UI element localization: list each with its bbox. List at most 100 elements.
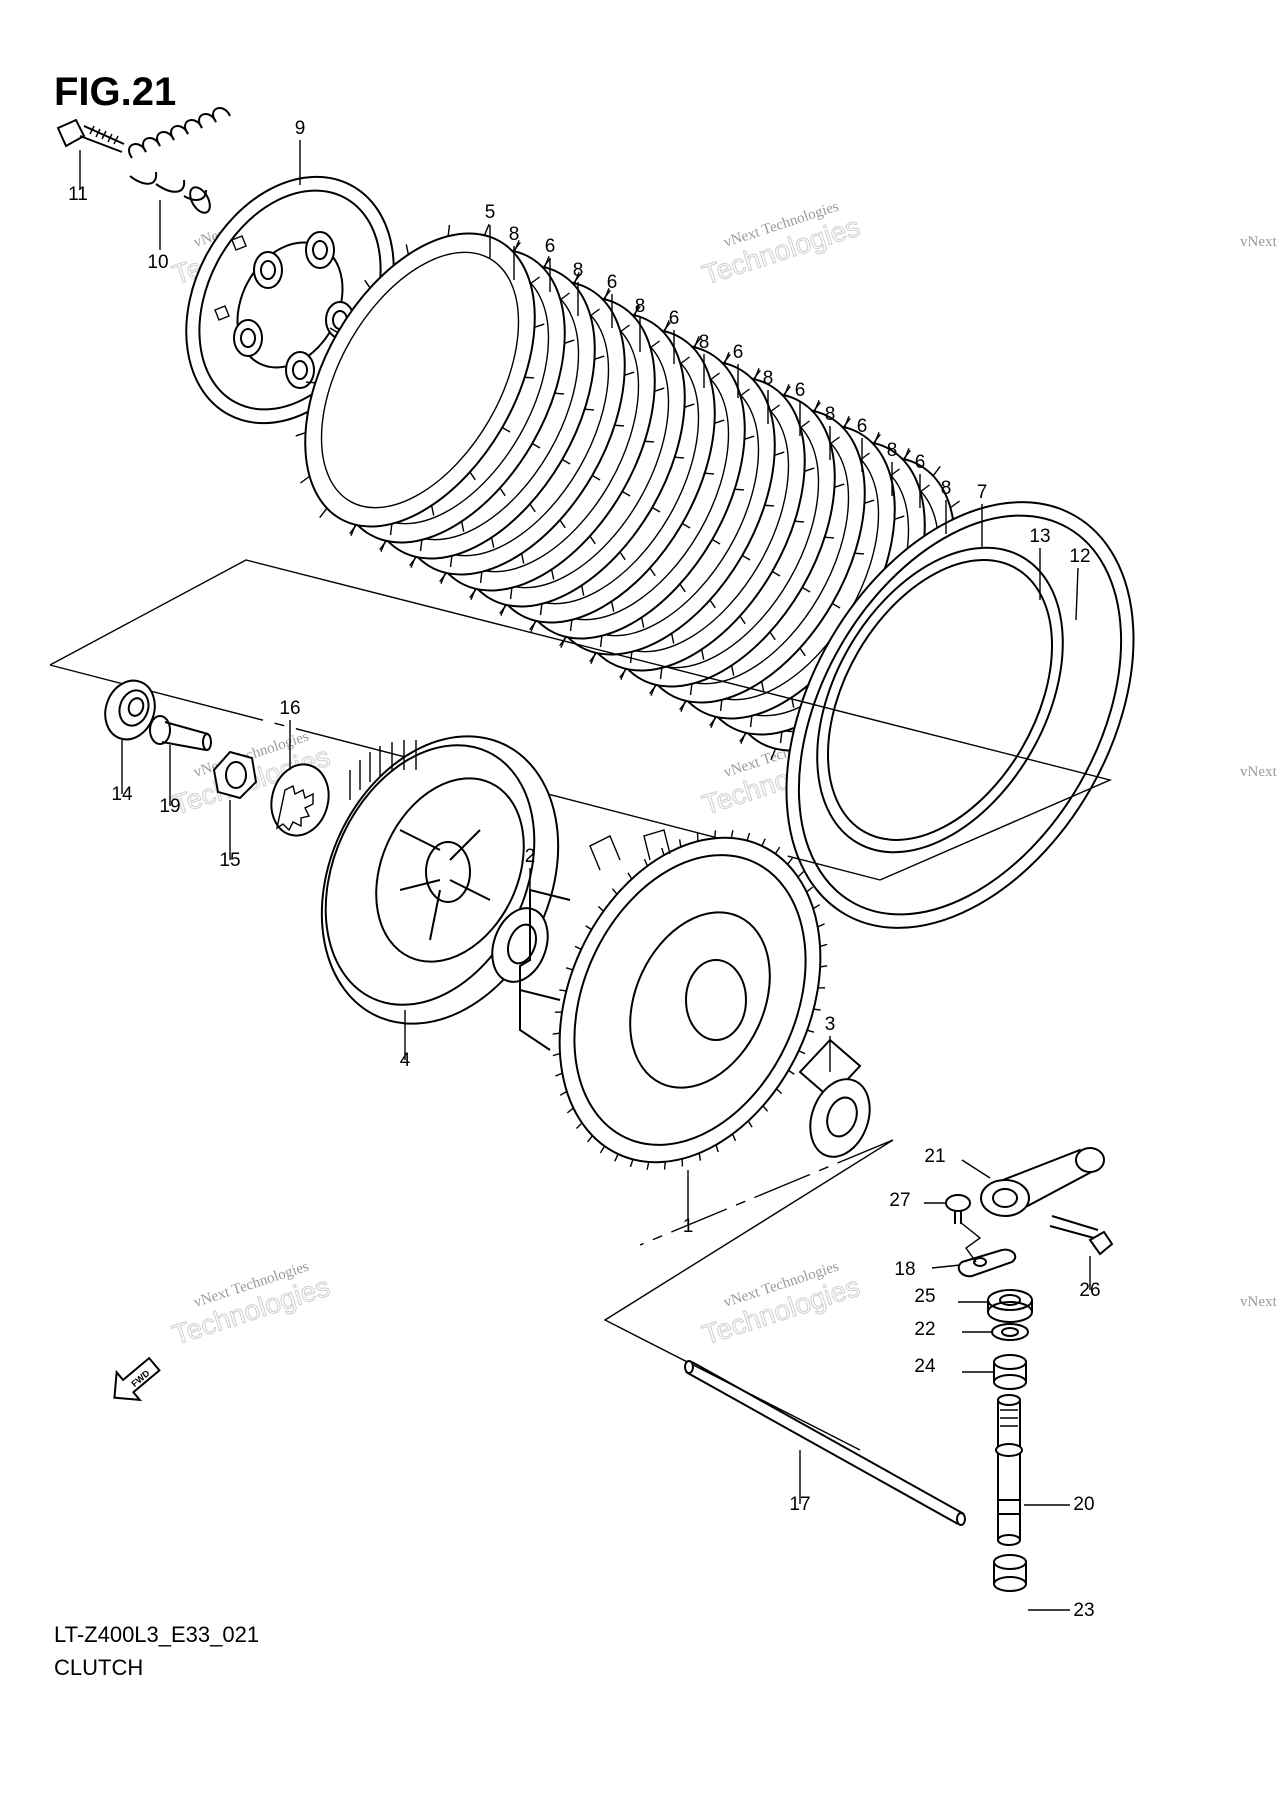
gear-tooth <box>788 1070 794 1074</box>
callout-c8a: 8 <box>509 224 520 245</box>
gear-tooth <box>555 1073 562 1076</box>
gear-tooth <box>699 1153 700 1161</box>
callout-c6d: 6 <box>733 342 744 363</box>
gear-tooth <box>567 1108 573 1113</box>
callout-c3: 3 <box>825 1014 836 1035</box>
part-bushing-3 <box>800 1040 880 1165</box>
diagram-name: CLUTCH <box>54 1655 143 1681</box>
gear-tooth <box>733 1134 736 1141</box>
callout-c24: 24 <box>914 1356 936 1377</box>
callout-c5: 5 <box>485 202 496 223</box>
gear-tooth <box>788 858 793 864</box>
watermark: vNext Technologies Technologies <box>693 194 863 290</box>
gear-tooth <box>588 1136 593 1142</box>
callout-c9: 9 <box>295 118 306 139</box>
callout-c6e: 6 <box>795 380 806 401</box>
gear-tooth <box>575 946 581 949</box>
gear-tooth <box>715 830 716 838</box>
gear-tooth <box>600 1146 604 1153</box>
gear-tooth <box>566 968 573 970</box>
watermark: vNext <box>1240 764 1277 780</box>
callout-c22: 22 <box>914 1319 935 1340</box>
gear-tooth <box>612 889 617 895</box>
part-push-rod-17 <box>685 1361 965 1525</box>
callout-c6f: 6 <box>857 416 868 437</box>
gear-tooth <box>807 887 813 892</box>
part-pin-19 <box>150 716 211 750</box>
gear-tooth <box>814 1009 821 1010</box>
gear-tooth <box>553 1054 560 1056</box>
gear-tooth <box>763 1106 768 1112</box>
watermark: vNext <box>1240 234 1277 250</box>
callout-c23: 23 <box>1073 1600 1094 1621</box>
part-oil-seal-25 <box>988 1290 1032 1322</box>
gear-tooth <box>799 1051 805 1054</box>
gear-tooth <box>716 1145 718 1152</box>
gear-tooth <box>762 839 765 846</box>
callout-c8g: 8 <box>887 440 898 461</box>
callout-c27: 27 <box>889 1190 910 1211</box>
part-bolt-26 <box>1050 1216 1112 1254</box>
part-screw-27 <box>946 1195 970 1224</box>
part-plate-18 <box>959 1222 1016 1276</box>
gear-tooth <box>820 966 827 967</box>
watermark-text: vNext <box>1240 764 1277 780</box>
callout-c8d: 8 <box>699 332 710 353</box>
callout-c10: 10 <box>147 252 168 273</box>
diagram-code: LT-Z400L3_E33_021 <box>54 1622 259 1648</box>
callout-c6c: 6 <box>669 308 680 329</box>
callout-c1: 1 <box>683 1216 694 1237</box>
gear-tooth <box>644 859 647 866</box>
gear-tooth <box>798 871 804 877</box>
callout-c2: 2 <box>525 846 536 867</box>
part-release-arm-21 <box>981 1148 1104 1216</box>
callout-c19: 19 <box>159 796 180 817</box>
callout-leader-c21 <box>962 1160 990 1178</box>
callout-c12: 12 <box>1069 546 1090 567</box>
gear-tooth <box>776 1089 781 1094</box>
gear-tooth <box>630 1159 633 1167</box>
gear-tooth <box>818 924 825 927</box>
gear-tooth <box>820 944 827 946</box>
watermark-text: vNext <box>1240 234 1277 250</box>
gear-tooth <box>748 1121 752 1127</box>
gear-tooth <box>553 1033 560 1034</box>
gear-tooth <box>647 1162 649 1170</box>
callout-c26: 26 <box>1079 1280 1100 1301</box>
gear-tooth <box>807 1030 814 1032</box>
callout-c8f: 8 <box>825 404 836 425</box>
callout-leader-c18 <box>932 1265 960 1268</box>
callout-c6b: 6 <box>607 272 618 293</box>
callout-c15: 15 <box>219 850 240 871</box>
gear-tooth <box>628 873 632 879</box>
fwd-arrow-icon: FWD <box>103 1350 166 1411</box>
watermark-text: vNext <box>1240 1294 1277 1310</box>
callout-c16: 16 <box>279 698 300 719</box>
gear-tooth <box>662 848 664 855</box>
part-spring-10 <box>129 108 230 216</box>
part-needle-bearing-23 <box>994 1555 1026 1591</box>
callout-c20: 20 <box>1073 1494 1094 1515</box>
part-needle-bearing-24 <box>994 1355 1026 1389</box>
callout-c8h: 8 <box>941 478 952 499</box>
gear-tooth <box>586 926 592 930</box>
callout-c8b: 8 <box>573 260 584 281</box>
callout-c7: 7 <box>977 482 988 503</box>
watermark: vNext Technologies Technologies <box>163 1254 333 1350</box>
gear-tooth <box>731 830 733 838</box>
callout-c8e: 8 <box>763 368 774 389</box>
gear-tooth <box>560 1091 567 1095</box>
callout-c14: 14 <box>111 784 133 805</box>
part-release-shaft-20 <box>996 1395 1022 1545</box>
gear-tooth <box>598 906 603 911</box>
part-bolt-11 <box>58 120 124 152</box>
figure-title: FIG.21 <box>54 70 176 115</box>
gear-tooth <box>680 839 681 847</box>
callout-c25: 25 <box>914 1286 935 1307</box>
callout-c4: 4 <box>400 1050 411 1071</box>
gear-tooth <box>775 847 779 854</box>
callout-c6g: 6 <box>915 452 926 473</box>
callout-c8c: 8 <box>635 296 646 317</box>
